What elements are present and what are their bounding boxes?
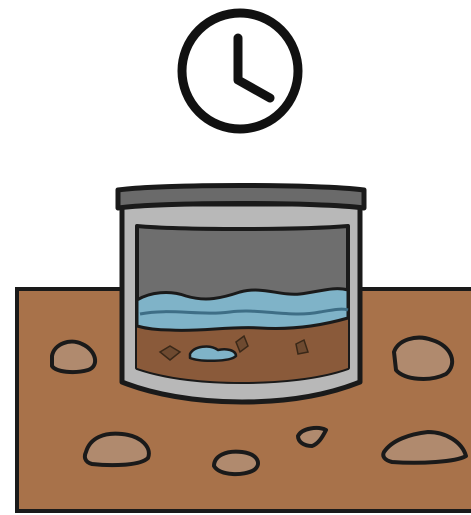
sediment-jar — [118, 186, 364, 403]
sediment-water-pocket — [190, 347, 236, 361]
jar-water — [137, 289, 348, 331]
rock-3 — [85, 434, 149, 465]
rock-4 — [214, 452, 258, 474]
rock-2 — [394, 338, 452, 379]
rock-1 — [52, 342, 95, 372]
jar-lid — [118, 186, 364, 209]
clock-icon — [182, 13, 298, 129]
